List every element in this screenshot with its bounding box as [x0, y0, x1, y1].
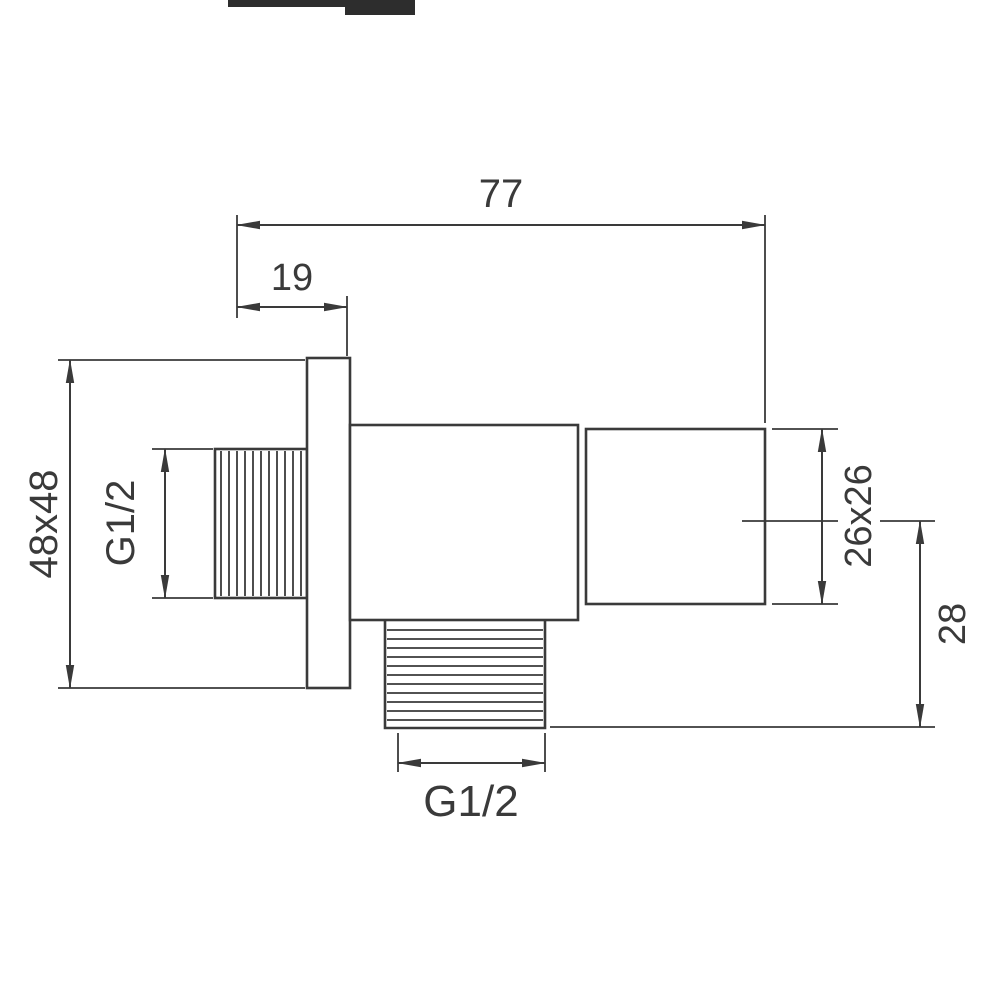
dim-inlet-thread: G1/2	[99, 448, 213, 599]
outlet-body	[383, 620, 547, 730]
dim-handle-size: 26x26	[772, 428, 880, 605]
dim-label-total-width: 77	[479, 172, 524, 216]
valve-fixture	[213, 356, 767, 730]
dim-outlet-height: 28	[550, 520, 974, 728]
valve-handle	[584, 427, 767, 606]
valve-body	[348, 423, 580, 622]
label-mask	[838, 452, 880, 580]
dim-label-flange: 48x48	[22, 470, 66, 579]
dim-label-outlet-thread: G1/2	[423, 777, 518, 826]
inlet-threads	[220, 451, 302, 596]
dim-label-handle: 26x26	[838, 464, 880, 568]
dim-flange-size: 48x48	[22, 359, 305, 689]
dim-total-width: 77	[236, 172, 766, 423]
cropped-logo-bar	[228, 0, 390, 7]
cropped-logo	[228, 0, 415, 15]
dim-label-inlet-thread: G1/2	[99, 480, 143, 567]
dim-label-outlet-height: 28	[932, 603, 974, 645]
dim-outlet-thread: G1/2	[397, 733, 546, 826]
dim-wall-offset: 19	[236, 257, 348, 356]
outlet-threads	[387, 629, 543, 721]
cropped-logo-bar	[345, 0, 415, 15]
dim-label-wall-offset: 19	[271, 257, 313, 299]
wall-flange	[305, 356, 352, 690]
